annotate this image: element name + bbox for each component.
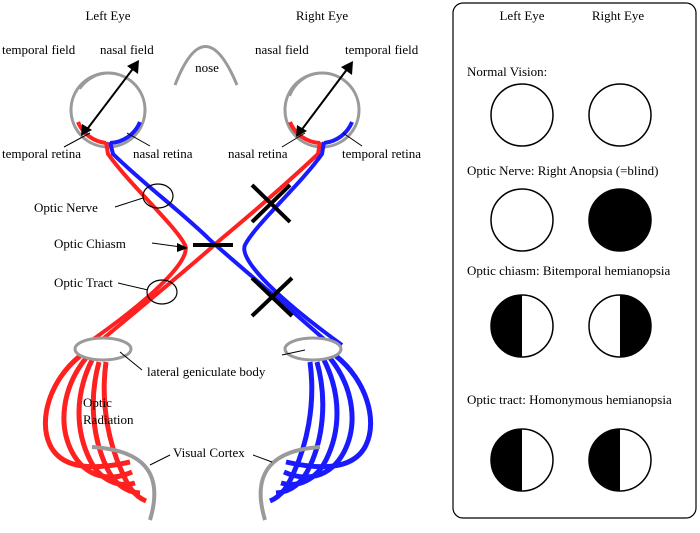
left-temporal-retina-arc — [76, 121, 107, 145]
left-nasal-retina-pointer — [126, 132, 151, 147]
right-lateral-geniculate-body — [283, 336, 343, 362]
left-nasal-fiber-tract-crossing — [108, 141, 335, 349]
right-visual-cortex — [258, 445, 321, 521]
homonymous-right-eye-field — [588, 428, 652, 492]
right-field-arrow — [296, 61, 353, 137]
optic-nerve-defect-title: Optic Nerve: Right Anopsia (=blind) — [467, 163, 658, 178]
nose-label: nose — [195, 60, 219, 75]
optic-chiasm-pointer — [151, 242, 182, 248]
left-nasal-retina-arc — [109, 121, 142, 145]
right-temporal-retina-label: temporal retina — [342, 146, 421, 161]
optic-nerve-label: Optic Nerve — [34, 200, 98, 215]
left-temporal-retina-label: temporal retina — [2, 146, 81, 161]
right-nasal-retina-label: nasal retina — [228, 146, 288, 161]
right-temporal-fiber-tract — [242, 141, 344, 347]
optic-tract-highlight — [146, 279, 178, 305]
homonymous-left-eye-field — [490, 428, 554, 492]
optic-chiasm-label: Optic Chiasm — [54, 236, 126, 251]
panel-left-eye-heading: Left Eye — [499, 8, 544, 23]
optic-chiasm-arrowhead — [177, 243, 188, 252]
right-temporal-retina-arc — [323, 121, 354, 145]
left-temporal-field-label: temporal field — [2, 42, 76, 57]
normal-vision-title: Normal Vision: — [467, 64, 547, 79]
lateral-geniculate-body-label: lateral geniculate body — [147, 364, 266, 379]
right-eye-heading: Right Eye — [296, 8, 349, 23]
left-nasal-retina-label: nasal retina — [133, 146, 193, 161]
left-eyeball — [69, 71, 147, 149]
bitemporal-right-eye-field — [588, 294, 652, 358]
right-nasal-field-label: nasal field — [255, 42, 309, 57]
left-eye-heading: Left Eye — [85, 8, 130, 23]
left-temporal-retina-pointer — [63, 132, 91, 148]
visual-cortex-pointer-left — [149, 454, 171, 466]
panel-right-eye-heading: Right Eye — [592, 8, 645, 23]
left-nasal-field-label: nasal field — [100, 42, 154, 57]
visual-field-defects-panel: Left Eye Right Eye Normal Vision: Optic … — [452, 2, 697, 519]
right-optic-radiation — [268, 354, 374, 504]
left-field-arrow — [81, 60, 139, 136]
bitemporal-left-eye-field — [490, 294, 554, 358]
optic-tract-pointer — [117, 282, 149, 291]
anopsia-right-eye-field — [588, 188, 652, 252]
optic-tract-label: Optic Tract — [54, 275, 113, 290]
lgb-pointer-right — [281, 349, 306, 356]
left-visual-cortex — [91, 445, 157, 521]
nose-outline — [173, 45, 239, 86]
right-nasal-fiber-tract-crossing — [91, 141, 322, 349]
lgb-pointer — [119, 351, 143, 371]
optic-radiation-label-line-2: Radiation — [83, 412, 134, 427]
visual-pathway-diagram: Left Eye Right Eye nose temporal field n… — [2, 8, 421, 521]
right-temporal-field-label: temporal field — [345, 42, 419, 57]
left-lateral-geniculate-body — [73, 336, 133, 362]
normal-right-eye-field — [588, 83, 652, 147]
normal-left-eye-field — [490, 83, 554, 147]
right-nasal-retina-arc — [288, 121, 321, 145]
visual-cortex-pointer-right — [252, 454, 273, 463]
optic-nerve-highlight — [142, 183, 174, 209]
left-optic-radiation — [42, 354, 148, 504]
anopsia-left-eye-field — [490, 188, 554, 252]
right-nasal-retina-pointer — [281, 132, 306, 148]
left-temporal-fiber-tract — [83, 141, 188, 347]
optic-tract-lesion-marker — [250, 276, 294, 318]
optic-nerve-lesion-marker — [250, 183, 292, 224]
optic-radiation-label-line-1: Optic — [83, 395, 112, 410]
right-temporal-retina-pointer — [342, 132, 363, 147]
optic-tract-defect-title: Optic tract: Homonymous hemianopsia — [467, 392, 672, 407]
optic-nerve-pointer — [114, 197, 144, 208]
panel-frame — [452, 2, 697, 519]
visual-cortex-label: Visual Cortex — [173, 445, 245, 460]
optic-chiasm-defect-title: Optic chiasm: Bitemporal hemianopsia — [467, 263, 670, 278]
